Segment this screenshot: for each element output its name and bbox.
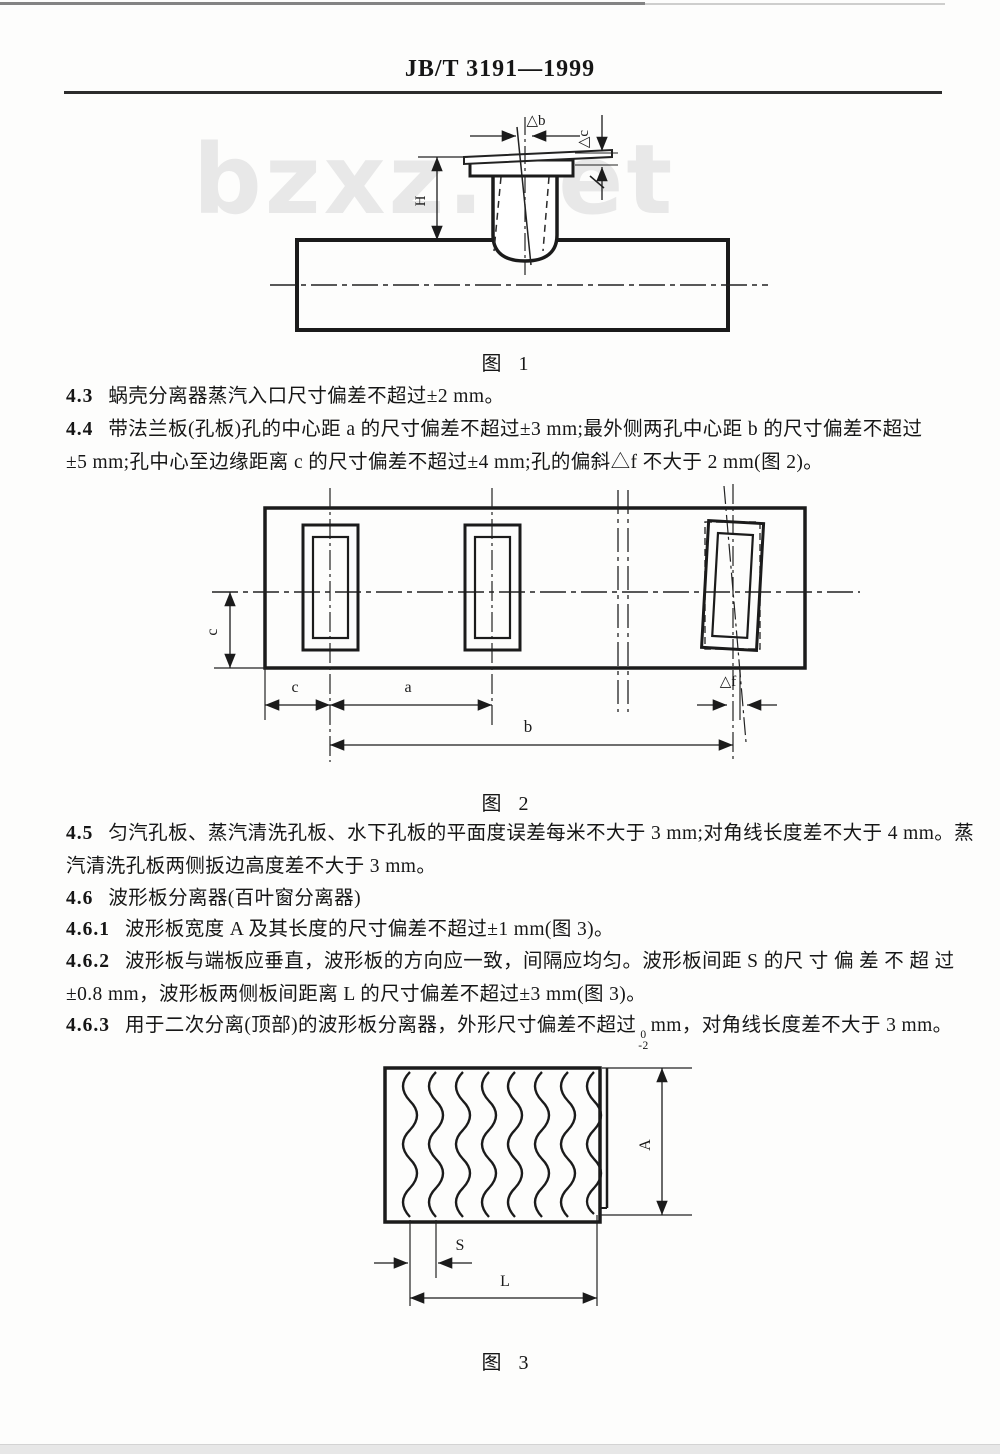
clause-number: 4.3 [66, 386, 94, 407]
clause-4-4-line2: ±5 mm;孔中心至边缘距离 c 的尺寸偏差不超过±4 mm;孔的偏斜△f 不大… [66, 452, 824, 473]
figure-1-caption: 图 1 [481, 353, 535, 375]
dimension-label-delta-b: △b [526, 113, 545, 129]
figure-3-caption: 图 3 [481, 1352, 535, 1374]
dimension-label-b: b [524, 717, 533, 736]
dimension-label-a: a [404, 679, 411, 696]
page-title: JB/T 3191—1999 [404, 56, 596, 82]
bottom-scan-bar [0, 1444, 1000, 1454]
clause-4-5-line2: 汽清洗孔板两侧扳边高度差不大于 3 mm。 [66, 856, 437, 877]
clause-number: 4.6.2 [66, 951, 110, 972]
clause-number: 4.6.1 [66, 919, 110, 940]
dimension-label-A: A [637, 1139, 654, 1151]
scan-artifact-top [0, 2, 645, 5]
header-rule [64, 91, 942, 94]
scan-artifact-top-light [645, 3, 945, 5]
clause-number: 4.6.3 [66, 1015, 110, 1036]
dimension-label-delta-f: △f [720, 674, 737, 690]
figure-1-drawing: △b △c H [270, 113, 768, 332]
figure-2-drawing: c c a △f b [204, 484, 860, 762]
clause-4-6-2-line2: ±0.8 mm，波形板两侧板间距离 L 的尺寸偏差不超过±3 mm(图 3)。 [66, 984, 647, 1005]
dimension-label-h: H [413, 195, 429, 206]
clause-number: 4.4 [66, 419, 94, 440]
figure-3-drawing: A S L [374, 1066, 692, 1306]
dimension-label-S: S [456, 1237, 465, 1254]
figure-2-caption: 图 2 [481, 793, 535, 815]
dimension-label-c-left: c [204, 628, 221, 635]
clause-number: 4.6 [66, 888, 94, 909]
clause-number: 4.5 [66, 823, 94, 844]
dimension-label-L: L [500, 1273, 510, 1290]
dimension-label-c: c [291, 679, 298, 696]
tolerance-stack: 0-2 [638, 1029, 649, 1052]
dimension-label-delta-c: △c [576, 130, 592, 149]
